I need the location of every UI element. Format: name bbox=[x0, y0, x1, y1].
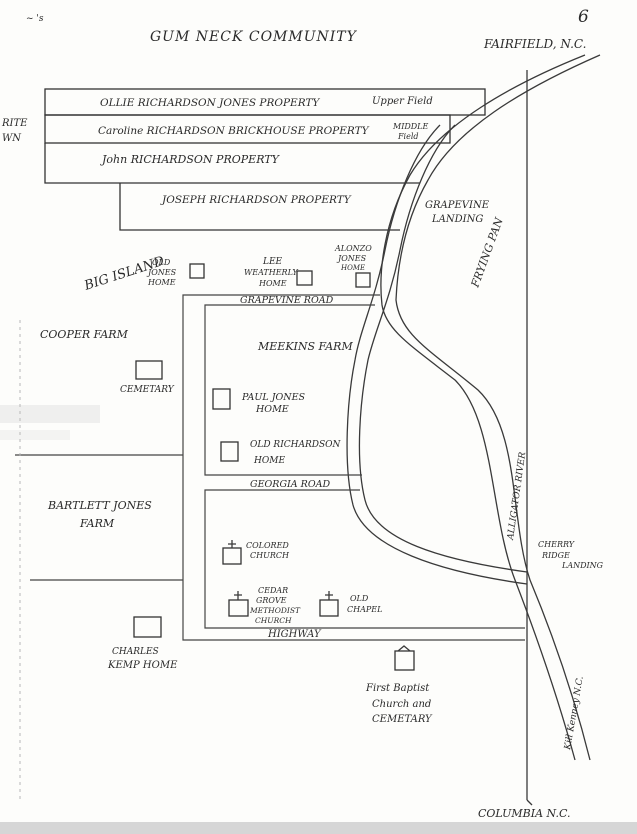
middle-field-label: MIDDLE bbox=[392, 122, 428, 131]
old-jones-home-marker bbox=[189, 263, 205, 279]
alonzo-jones-label: JONES bbox=[336, 254, 367, 263]
old-richardson-home-marker bbox=[220, 441, 239, 462]
john-property-strip bbox=[44, 143, 420, 184]
georgia-road-label: GEORGIA ROAD bbox=[250, 479, 330, 490]
john-property-label: John RICHARDSON PROPERTY bbox=[100, 153, 281, 166]
highway-label: HIGHWAY bbox=[267, 629, 322, 640]
paul-jones-home-marker bbox=[212, 388, 231, 410]
map-title: GUM NECK COMMUNITY bbox=[150, 29, 358, 45]
charles-kemp-home-marker bbox=[133, 616, 162, 638]
charles-kemp-home-label: KEMP HOME bbox=[107, 660, 178, 671]
first-baptist-label: First Baptist bbox=[365, 683, 430, 694]
bartlett-jones-farm-label: BARTLETT JONES bbox=[47, 499, 152, 512]
north-south-road-tick bbox=[526, 799, 533, 806]
cooper-farm-label: COOPER FARM bbox=[40, 328, 129, 341]
kill-kenney-label: Kill Kenney N.C. bbox=[563, 675, 586, 751]
old-chapel-label: CHAPEL bbox=[347, 605, 382, 614]
left-cut-label: WN bbox=[2, 133, 22, 144]
old-jones-home-label: HOME bbox=[147, 278, 176, 287]
alonzo-jones-home-marker bbox=[355, 272, 371, 288]
cherry-ridge-landing-label: LANDING bbox=[561, 561, 604, 570]
first-baptist-church-marker bbox=[394, 650, 415, 671]
cross-icon bbox=[325, 591, 333, 600]
property-strips bbox=[44, 88, 486, 231]
cedar-grove-church-label: GROVE bbox=[256, 596, 287, 605]
grapevine-landing-label: GRAPEVINE bbox=[425, 200, 490, 211]
cross-icon bbox=[234, 591, 242, 600]
colored-church-label: CHURCH bbox=[250, 551, 290, 560]
caroline-property-strip bbox=[44, 114, 451, 144]
fairfield-label: FAIRFIELD, N.C. bbox=[483, 37, 586, 51]
alonzo-jones-label: ALONZO bbox=[334, 244, 372, 253]
page-number: 6 bbox=[578, 7, 589, 27]
caroline-property-label: Caroline RICHARDSON BRICKHOUSE PROPERTY bbox=[98, 125, 370, 137]
cemetary-label: CEMETARY bbox=[120, 385, 175, 395]
outer-road-loop bbox=[182, 294, 525, 641]
lee-weatherly-label: WEATHERLY bbox=[244, 268, 298, 277]
colored-church-marker bbox=[222, 547, 242, 565]
frying-pan-label: FRYING PAN bbox=[468, 216, 506, 290]
left-cut-label: RITE bbox=[1, 118, 28, 129]
old-jones-home-label: OLD bbox=[152, 258, 171, 267]
alonzo-jones-label: HOME bbox=[340, 264, 365, 272]
church-road-block bbox=[204, 489, 525, 629]
cherry-ridge-landing-label: CHERRY bbox=[538, 540, 575, 549]
first-baptist-label: Church and bbox=[372, 699, 431, 710]
columbia-label: COLUMBIA N.C. bbox=[478, 807, 570, 820]
roof-icon bbox=[397, 645, 411, 652]
grapevine-landing-label: LANDING bbox=[431, 214, 483, 225]
joseph-property-label: JOSEPH RICHARDSON PROPERTY bbox=[160, 194, 352, 206]
joseph-property-strip bbox=[119, 183, 400, 231]
creek-west-bank bbox=[346, 124, 528, 585]
old-chapel-marker bbox=[319, 599, 339, 617]
middle-field-label: Field bbox=[397, 132, 419, 141]
old-jones-home-label: JONES bbox=[146, 268, 177, 277]
cedar-grove-church-marker bbox=[228, 599, 249, 617]
ollie-property-label: OLLIE RICHARDSON JONES PROPERTY bbox=[100, 97, 320, 109]
first-baptist-label: CEMETARY bbox=[372, 714, 433, 725]
cedar-grove-church-label: METHODIST bbox=[249, 606, 301, 615]
bartlett-jones-farm-label: FARM bbox=[79, 517, 115, 530]
old-richardson-home-label: OLD RICHARDSON bbox=[250, 440, 342, 450]
cherry-ridge-landing-label: RIDGE bbox=[541, 551, 570, 560]
corner-scribble: ~ 's bbox=[26, 14, 44, 24]
cedar-grove-church-label: CHURCH bbox=[255, 616, 292, 625]
lee-weatherly-label: LEE bbox=[262, 257, 283, 267]
grapevine-road-label: GRAPEVINE ROAD bbox=[240, 295, 334, 306]
meekins-farm-label: MEEKINS FARM bbox=[257, 340, 353, 353]
colored-church-label: COLORED bbox=[246, 541, 289, 550]
lee-weatherly-label: HOME bbox=[258, 279, 287, 288]
lee-weatherly-home-marker bbox=[296, 270, 313, 286]
cross-icon bbox=[228, 540, 236, 548]
scan-bottom-edge bbox=[0, 822, 637, 834]
smudge bbox=[0, 430, 70, 440]
river-bank-west bbox=[380, 54, 586, 761]
meekins-farm-block bbox=[204, 304, 375, 476]
old-chapel-label: OLD bbox=[350, 594, 369, 603]
paul-jones-home-label: PAUL JONES bbox=[241, 392, 306, 403]
cedar-grove-church-label: CEDAR bbox=[258, 586, 288, 595]
buildings bbox=[133, 263, 415, 671]
river-bank-east bbox=[395, 54, 601, 761]
upper-field-label: Upper Field bbox=[372, 96, 433, 107]
cemetary-marker bbox=[135, 360, 163, 380]
charles-kemp-home-label: CHARLES bbox=[112, 647, 159, 657]
alligator-river-label: ALLIGATOR RIVER bbox=[506, 451, 528, 541]
smudge bbox=[0, 405, 100, 423]
paul-jones-home-label: HOME bbox=[255, 404, 289, 415]
creek-east-bank bbox=[358, 124, 528, 573]
old-richardson-home-label: HOME bbox=[253, 456, 285, 466]
